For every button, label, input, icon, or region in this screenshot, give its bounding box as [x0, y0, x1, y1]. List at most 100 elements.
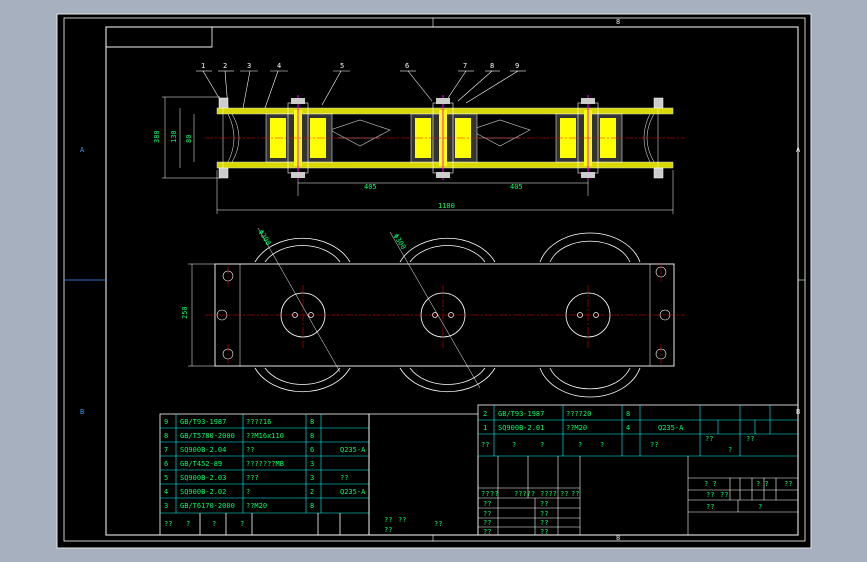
tb-scale-0: ? ?: [704, 480, 717, 488]
tb-scale-2: ??: [720, 491, 728, 499]
parts-row-no: 6: [164, 460, 168, 468]
border-top-label: 8: [616, 18, 620, 26]
front-view: 1 2 3 4 5 6 7 8 9: [153, 62, 685, 214]
parts-row-name: ??M16x110: [246, 432, 284, 440]
right-row-name: ??M20: [566, 424, 587, 432]
outer-border: [63, 17, 806, 542]
parts-row-no: 4: [164, 488, 168, 496]
parts-row-qty: 3: [310, 474, 314, 482]
tb-left-3: ????: [540, 490, 557, 498]
balloon-9: 9: [515, 62, 519, 70]
parts-row-name: ?: [246, 488, 250, 496]
right-footer-0: ??: [481, 441, 489, 449]
parts-row-qty: 6: [310, 446, 314, 454]
parts-row-material: Q235-A: [340, 488, 366, 496]
right-row-qty: 8: [626, 410, 630, 418]
parts-footer-3: ?: [240, 520, 244, 528]
tb-mid-2: ??: [483, 510, 491, 518]
parts-row-material: ??: [340, 474, 348, 482]
parts-row-code: GB/T5780-2000: [180, 432, 235, 440]
parts-row-code: GB/T93-1987: [180, 418, 226, 426]
parts-row-no: 9: [164, 418, 168, 426]
parts-row-qty: 8: [310, 432, 314, 440]
tb-left-1: ??: [490, 490, 498, 498]
tb-scale-3: ? ?: [756, 480, 769, 488]
tb-small-1: ??: [540, 528, 548, 536]
parts-footer-0: ??: [164, 520, 172, 528]
right-footer-2: ?: [540, 441, 544, 449]
right-row-qty: 4: [626, 424, 630, 432]
tb-mid-0: ??: [483, 500, 491, 508]
right-row-material: Q235-A: [658, 424, 684, 432]
dim-overall-height: 380: [153, 130, 161, 143]
dim-pitch-right: 405: [510, 183, 523, 191]
tb-rt-1: ?: [758, 503, 762, 511]
dim-overall-length: 1180: [438, 202, 455, 210]
parts-row-name: ???????MB: [246, 460, 284, 468]
parts-row-name: ??M20: [246, 502, 267, 510]
right-row-name: ????20: [566, 410, 591, 418]
tb-rt-2: ?: [728, 446, 732, 454]
inner-border: [105, 26, 799, 536]
parts-row-qty: 8: [310, 418, 314, 426]
border-bottom-label: 8: [616, 534, 620, 542]
plan-view: Φ300 Φ300 250: [181, 227, 685, 398]
right-row-code: GB/T93-1987: [498, 410, 544, 418]
tb-mid-3: ??: [540, 510, 548, 518]
balloon-2: 2: [223, 62, 227, 70]
parts-row-code: SQ900B-2.04: [180, 446, 226, 454]
tb-mid-4: ??: [483, 519, 491, 527]
right-footer-5: ??: [650, 441, 658, 449]
right-row-no: 1: [483, 424, 487, 432]
balloon-3: 3: [247, 62, 251, 70]
balloon-6: 6: [405, 62, 409, 70]
tb-left-5: ??: [571, 490, 579, 498]
parts-row-qty: 2: [310, 488, 314, 496]
parts-row-name: ????16: [246, 418, 271, 426]
right-footer-6: ??: [705, 435, 713, 443]
tb-left-4: ??: [560, 490, 568, 498]
balloon-8: 8: [490, 62, 494, 70]
parts-row-name: ??: [246, 446, 254, 454]
border-right-label-top: A: [796, 146, 801, 154]
right-footer-7: ??: [746, 435, 754, 443]
right-footer-3: ?: [578, 441, 582, 449]
parts-row-no: 5: [164, 474, 168, 482]
parts-row-code: GB/T6170-2000: [180, 502, 235, 510]
parts-footer-1: ?: [186, 520, 190, 528]
parts-row-no: 3: [164, 502, 168, 510]
tb-mid-1: ??: [540, 500, 548, 508]
parts-footer-4: ??: [384, 516, 392, 524]
balloon-5: 5: [340, 62, 344, 70]
tb-small-0: ??: [483, 528, 491, 536]
parts-footer-6: ??: [384, 526, 392, 534]
parts-row-qty: 3: [310, 460, 314, 468]
parts-row-material: Q235-A: [340, 446, 366, 454]
tb-mid-5: ??: [540, 519, 548, 527]
border-left-label-bottom: B: [80, 408, 84, 416]
parts-footer-5: ??: [398, 516, 406, 524]
parts-row-code: GB/T452-89: [180, 460, 222, 468]
dim-pitch-left: 405: [364, 183, 377, 191]
border-left-label-top: A: [80, 146, 85, 154]
tb-scale-1: ??: [706, 491, 714, 499]
right-row-code: SQ900B-2.01: [498, 424, 544, 432]
balloon-1: 1: [201, 62, 205, 70]
parts-row-code: SQ900B-2.03: [180, 474, 226, 482]
parts-row-qty: 8: [310, 502, 314, 510]
parts-row-name: ???: [246, 474, 259, 482]
tb-left-2: ?????: [514, 490, 535, 498]
parts-footer-7: ??: [434, 520, 442, 528]
tb-left-0: ??: [481, 490, 489, 498]
parts-row-no: 7: [164, 446, 168, 454]
balloon-4: 4: [277, 62, 281, 70]
tb-scale-4: ??: [784, 480, 792, 488]
tb-rt-0: ??: [706, 503, 714, 511]
balloon-7: 7: [463, 62, 467, 70]
parts-row-code: SQ900B-2.02: [180, 488, 226, 496]
parts-row-no: 8: [164, 432, 168, 440]
right-footer-4: ?: [600, 441, 604, 449]
